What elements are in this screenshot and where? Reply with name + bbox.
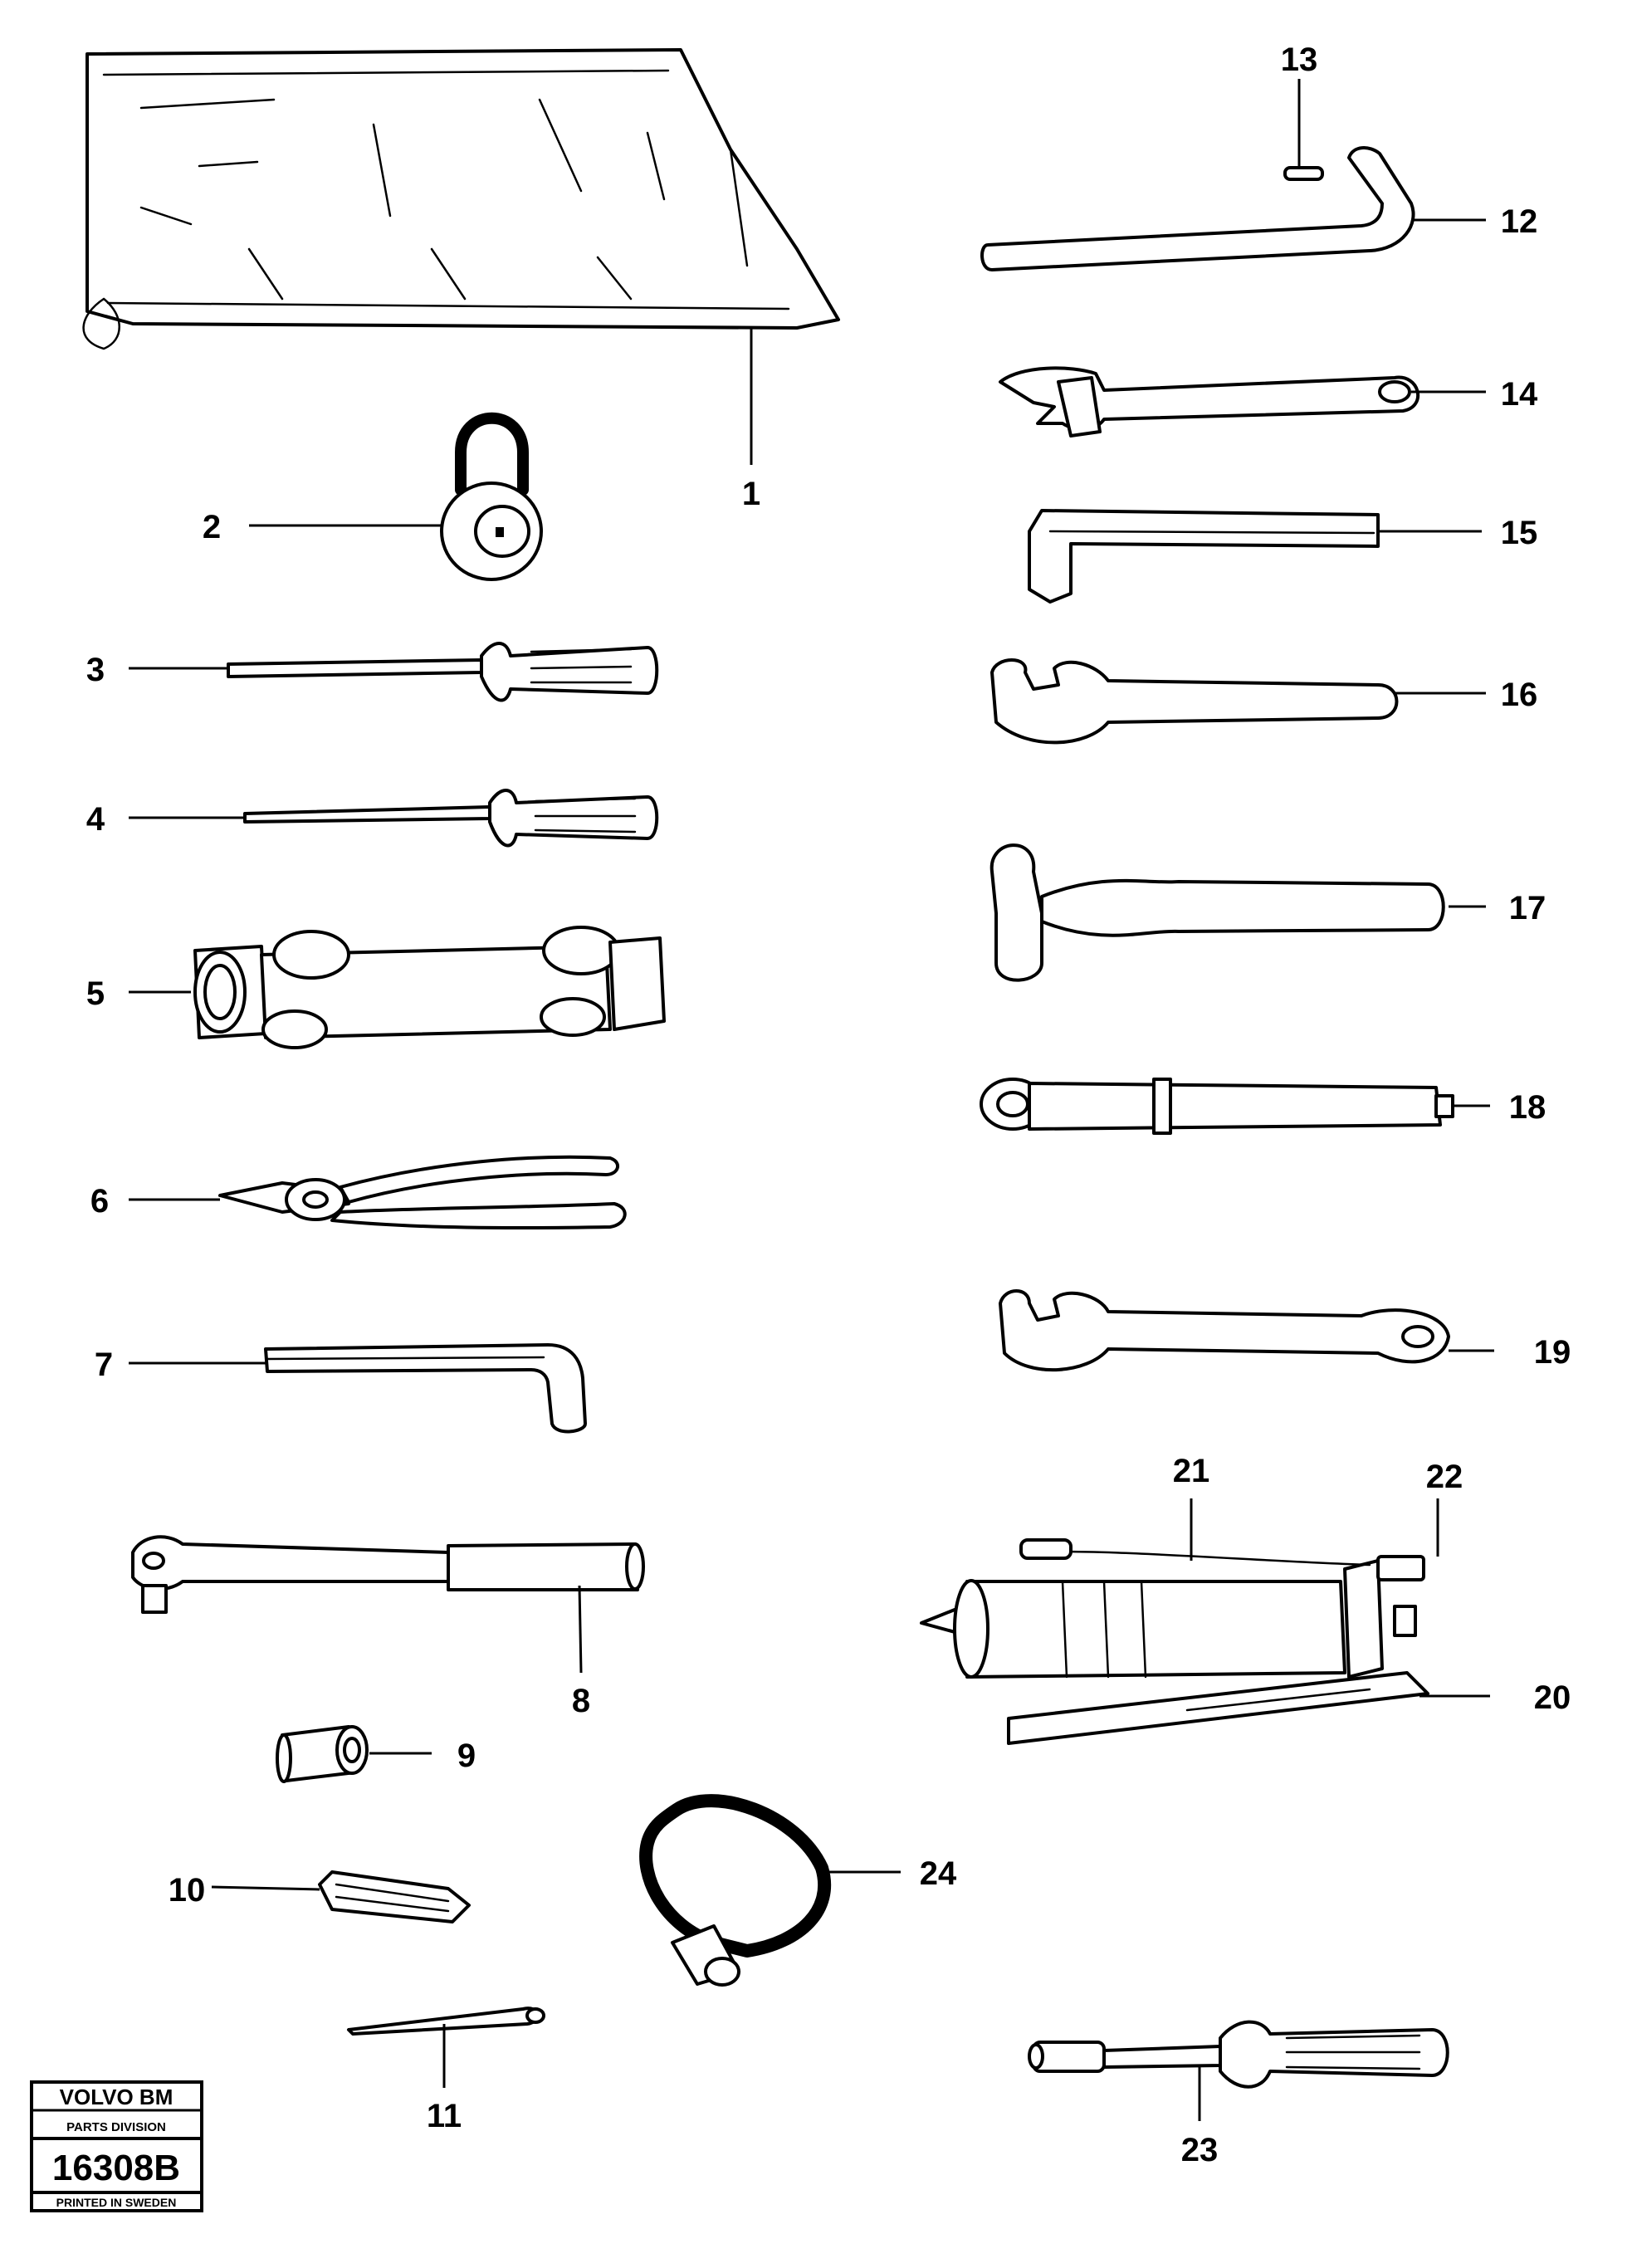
svg-text:9: 9 (457, 1738, 476, 1774)
svg-text:6: 6 (90, 1183, 109, 1220)
svg-text:15: 15 (1501, 515, 1538, 551)
open-end-wrench (990, 658, 1399, 745)
svg-text:7: 7 (95, 1347, 113, 1383)
pliers (218, 1155, 627, 1230)
callout-24: 24 (822, 1855, 957, 1892)
callout-9: 9 (369, 1738, 476, 1774)
pressure-gauge (980, 1078, 1454, 1135)
screwdriver-cross (243, 789, 659, 848)
callout-15: 15 (1378, 515, 1537, 551)
combination-wrench (999, 1289, 1450, 1372)
tool-bag (82, 48, 840, 350)
stamp-brand: VOLVO BM (60, 2085, 173, 2109)
svg-text:10: 10 (169, 1872, 206, 1909)
adjustable-wrench (999, 366, 1419, 437)
screwdriver-bit (318, 1870, 471, 1923)
callout-3: 3 (86, 652, 228, 688)
hammer (989, 843, 1445, 982)
callout-23: 23 (1181, 2065, 1219, 2168)
svg-text:23: 23 (1181, 2132, 1219, 2168)
svg-text:19: 19 (1534, 1334, 1571, 1371)
stamp-number: 16308B (52, 2148, 180, 2188)
callout-4: 4 (86, 801, 245, 838)
callout-12: 12 (1411, 203, 1537, 240)
callout-1: 1 (742, 328, 760, 512)
svg-text:14: 14 (1501, 376, 1538, 413)
socket (276, 1725, 369, 1783)
callout-17: 17 (1449, 890, 1546, 926)
callout-14: 14 (1411, 376, 1538, 413)
hex-box-wrench (1028, 509, 1380, 604)
padlock (440, 412, 543, 581)
svg-text:4: 4 (86, 801, 105, 838)
svg-text:12: 12 (1501, 203, 1538, 240)
hex-key (264, 1343, 587, 1434)
callout-11: 11 (427, 2024, 462, 2134)
volvo-bm-stamp: VOLVO BM PARTS DIVISION 16308B PRINTED I… (30, 2080, 203, 2212)
svg-text:13: 13 (1281, 42, 1318, 78)
stamp-printed: PRINTED IN SWEDEN (56, 2196, 177, 2209)
callout-7: 7 (95, 1347, 266, 1383)
callout-22: 22 (1426, 1459, 1463, 1557)
svg-text:3: 3 (86, 652, 105, 688)
svg-text:2: 2 (203, 509, 221, 545)
screwdriver-flat (227, 642, 659, 702)
svg-text:16: 16 (1501, 677, 1538, 713)
svg-text:1: 1 (742, 476, 760, 512)
callout-6: 6 (90, 1183, 220, 1220)
callout-19: 19 (1449, 1334, 1571, 1371)
svg-text:18: 18 (1509, 1089, 1546, 1126)
callout-2: 2 (203, 509, 442, 545)
svg-text:22: 22 (1426, 1459, 1463, 1495)
stamp-division: PARTS DIVISION (66, 2120, 166, 2134)
svg-text:11: 11 (427, 2098, 462, 2134)
nut-driver (1028, 2020, 1449, 2089)
svg-text:20: 20 (1534, 1679, 1571, 1716)
svg-text:8: 8 (572, 1683, 590, 1719)
callout-10: 10 (169, 1872, 320, 1909)
callout-5: 5 (86, 975, 191, 1012)
callout-21: 21 (1173, 1453, 1210, 1561)
grease-gun (920, 1538, 1429, 1745)
callout-18: 18 (1453, 1089, 1546, 1126)
svg-text:5: 5 (86, 975, 105, 1012)
callout-13: 13 (1281, 42, 1318, 166)
svg-text:21: 21 (1173, 1453, 1210, 1489)
l-wrench (980, 146, 1415, 271)
svg-text:24: 24 (920, 1855, 957, 1892)
pin (1283, 166, 1324, 181)
hose-clamp (639, 1794, 832, 1987)
callout-20: 20 (1419, 1679, 1571, 1716)
tube-spanner (193, 926, 666, 1049)
callout-8: 8 (572, 1585, 590, 1719)
split-pin (347, 2006, 545, 2036)
svg-text:17: 17 (1509, 890, 1546, 926)
ratchet-handle (131, 1535, 645, 1614)
callout-16: 16 (1395, 677, 1537, 713)
